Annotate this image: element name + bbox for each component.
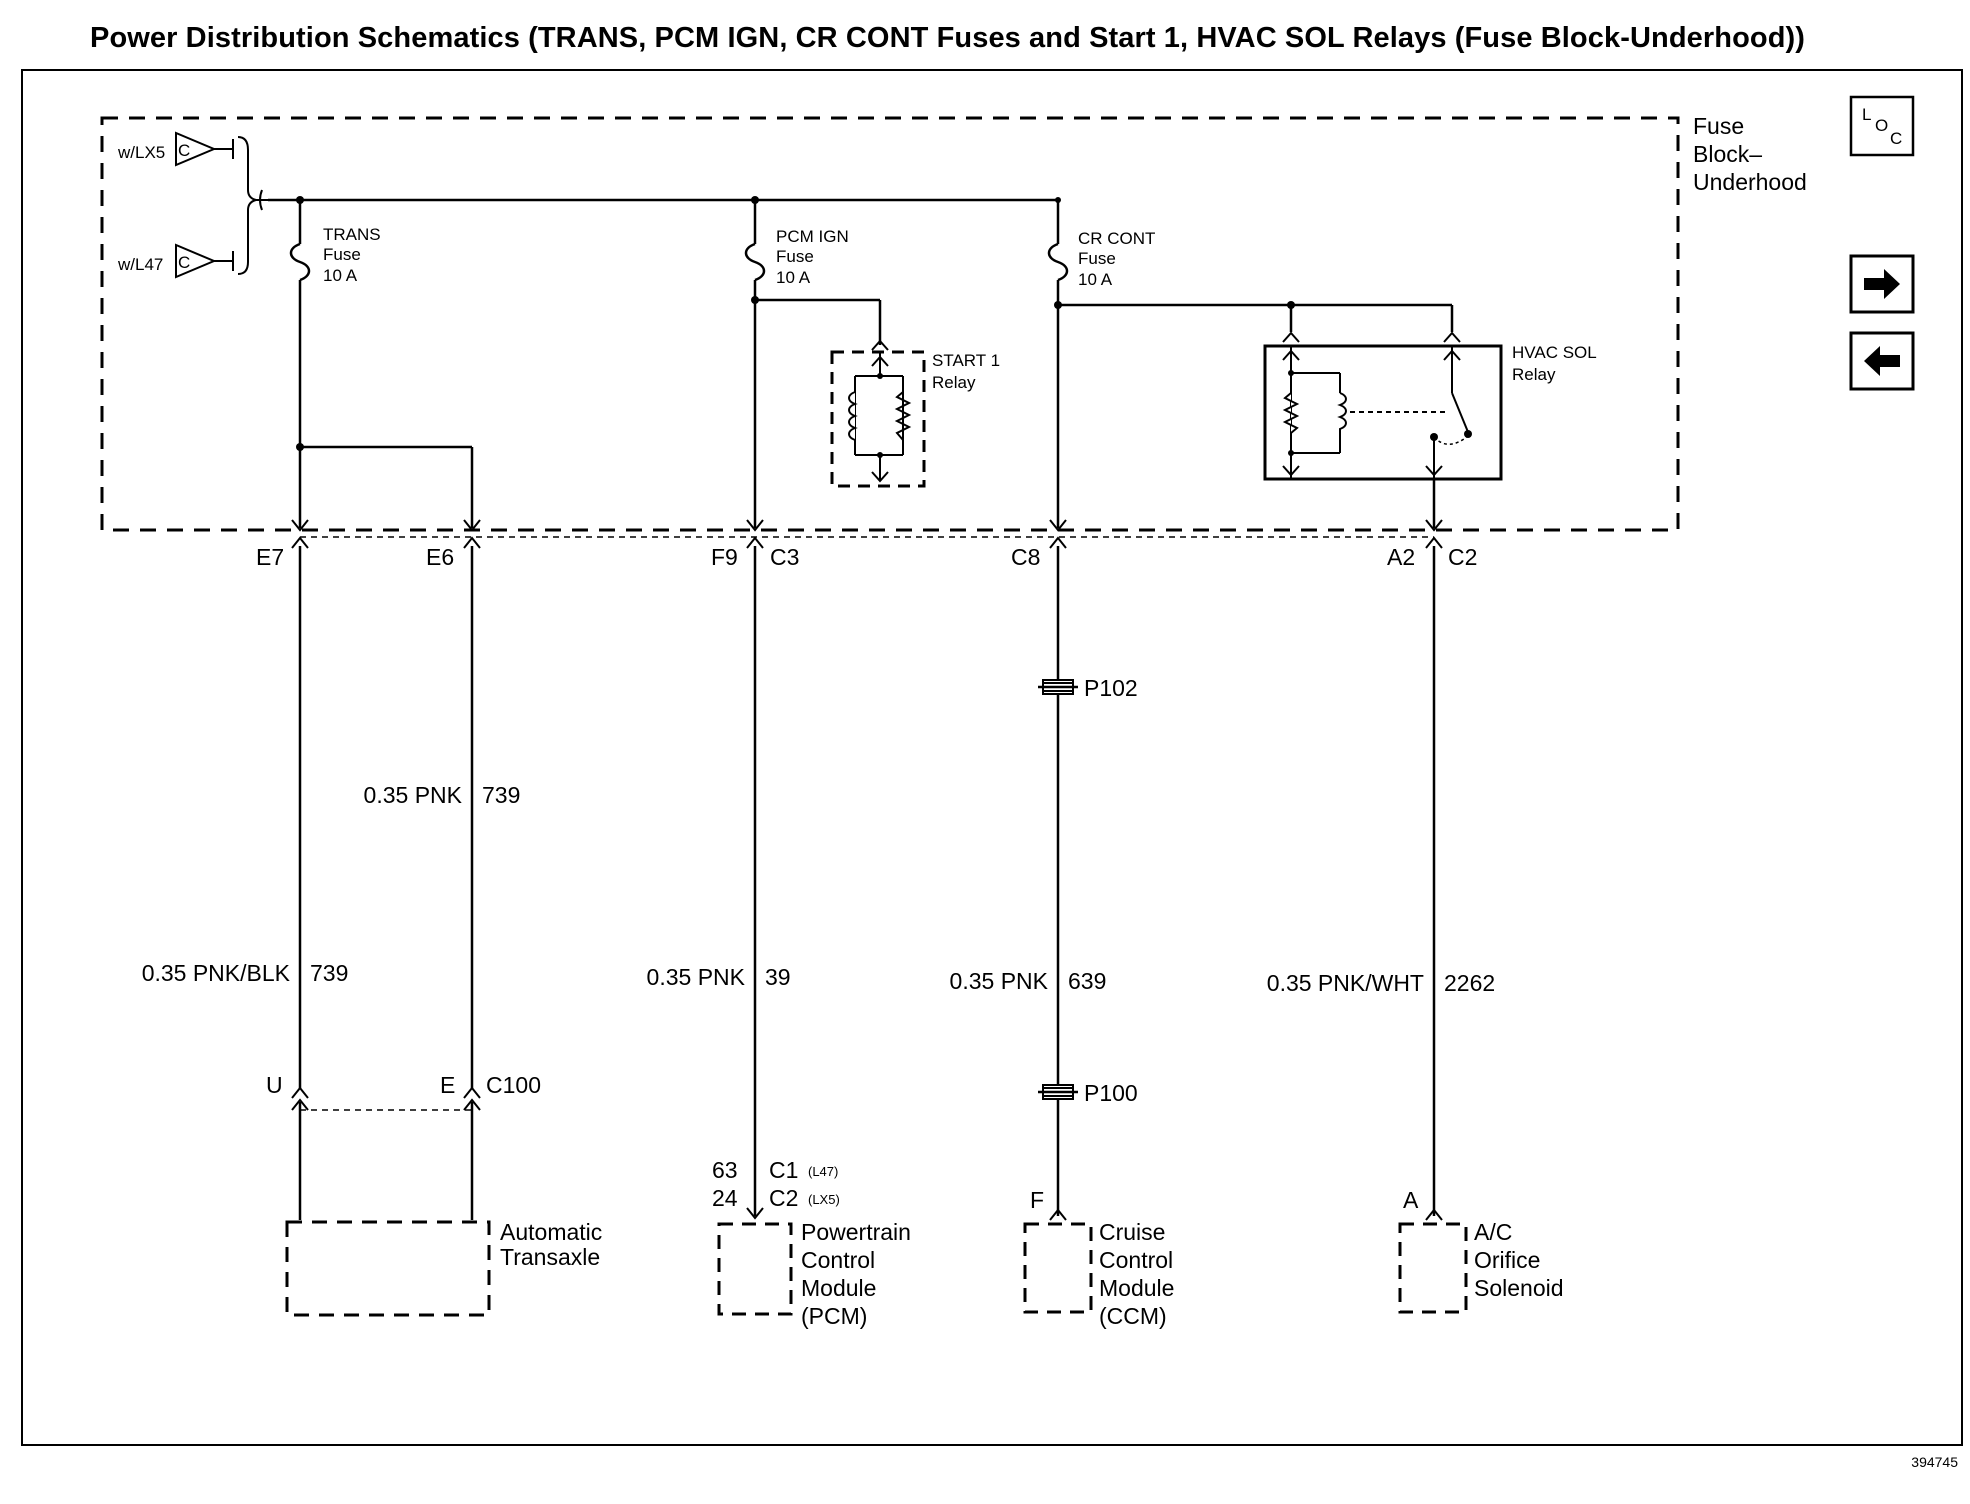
pcm-pin-24: 24 [712,1185,738,1211]
ccm-box [1023,1222,1093,1314]
cr-cont-fuse-label: Fuse [1078,249,1116,268]
component-label: Module [801,1275,876,1301]
hvac-sol-relay [1263,331,1503,481]
previous-page-button[interactable] [1849,331,1915,391]
resistor-icon [1282,392,1300,434]
splice-p100: P100 [1084,1080,1138,1106]
connector-e: E [440,1072,455,1098]
wire-label-gauge-color: 0.35 PNK [950,968,1049,994]
source-tag: C [178,141,190,160]
component-label: (PCM) [801,1303,867,1329]
trans-fuse-label: 10 A [323,266,358,285]
component-label: Module [1099,1275,1174,1301]
start1-relay [830,339,926,488]
pcm-ign-fuse-label: PCM IGN [776,227,849,246]
wire-label-gauge-color: 0.35 PNK [364,782,463,808]
pcm-connector-l47: (L47) [808,1164,838,1179]
solenoid-pin-a: A [1403,1187,1419,1213]
wire-label-circuit: 739 [310,960,348,986]
component-label: Transaxle [500,1244,600,1270]
left-arrow-icon [1864,346,1900,376]
fuse-block-outline [100,116,1680,532]
connector-e6: E6 [426,544,454,570]
source-label: w/LX5 [117,143,165,162]
hvac-relay-label: HVAC SOL [1512,343,1597,362]
pcm-ign-fuse-icon [744,242,766,282]
pcm-connector-lx5: (LX5) [808,1192,840,1207]
resistor-icon [894,391,912,441]
connector-c3: C3 [770,544,799,570]
cr-cont-fuse-icon [1047,242,1069,282]
location-button[interactable]: L O C [1849,95,1915,157]
wire-label-circuit: 2262 [1444,970,1495,996]
pcm-pin-63: 63 [712,1157,738,1183]
source-brace [237,136,257,275]
power-source-l47: w/L47 C [117,243,234,279]
connector-f9: F9 [711,544,738,570]
splice-p100-icon [1038,1084,1078,1100]
relay-coil-icon [1337,392,1347,433]
component-label: Control [801,1247,875,1273]
right-arrow-icon [1864,269,1900,299]
wire-label-gauge-color: 0.35 PNK/BLK [142,960,291,986]
trans-fuse-label: Fuse [323,245,361,264]
figure-id: 394745 [1911,1454,1958,1470]
component-label: (CCM) [1099,1303,1167,1329]
ac-orifice-solenoid-box [1398,1222,1468,1314]
pcm-box [717,1222,793,1316]
connector-a2: A2 [1387,544,1415,570]
source-triangle-icon [175,243,217,279]
fuse-block-connectors [291,519,1443,549]
pcm-ign-fuse-label: 10 A [776,268,811,287]
start1-relay-label: Relay [932,373,976,392]
power-source-lx5: w/LX5 C [117,131,234,167]
splice-p102: P102 [1084,675,1138,701]
component-label: Automatic [500,1219,602,1245]
cr-cont-fuse-label: CR CONT [1078,229,1155,248]
component-label: Orifice [1474,1247,1540,1273]
source-triangle-icon [175,131,217,167]
relay-coil-icon [848,391,858,441]
next-page-button[interactable] [1849,254,1915,314]
source-tag: C [178,253,190,272]
relay-switch-arm [1451,392,1469,433]
page-title: Power Distribution Schematics (TRANS, PC… [90,22,1806,54]
pcm-ign-fuse-label: Fuse [776,247,814,266]
svg-text:C: C [1890,129,1902,148]
cr-cont-fuse-label: 10 A [1078,270,1113,289]
splice-p102-icon [1038,679,1078,695]
component-label: Powertrain [801,1219,911,1245]
diagram-frame [21,69,1963,1446]
source-label: w/L47 [117,255,163,274]
fuse-block-label: Underhood [1693,169,1807,195]
component-label: A/C [1474,1219,1512,1245]
fuse-block-label: Block– [1693,141,1762,167]
wire-label-gauge-color: 0.35 PNK/WHT [1267,970,1424,996]
automatic-transaxle-box [285,1220,491,1317]
trans-fuse-icon [289,242,311,282]
component-label: Solenoid [1474,1275,1564,1301]
wire-label-circuit: 739 [482,782,520,808]
wire-label-gauge-color: 0.35 PNK [647,964,746,990]
svg-text:L: L [1862,105,1871,124]
start1-relay-label: START 1 [932,351,1000,370]
connector-c2: C2 [1448,544,1477,570]
wire-label-circuit: 39 [765,964,791,990]
connector-c100: C100 [486,1072,541,1098]
connector-u: U [266,1072,283,1098]
hvac-relay-label: Relay [1512,365,1556,384]
connector-c8: C8 [1011,544,1040,570]
connector-e7: E7 [256,544,284,570]
ccm-pin-f: F [1030,1187,1044,1213]
component-label: Control [1099,1247,1173,1273]
pcm-connector-c1: C1 [769,1157,798,1183]
fuse-block-label: Fuse [1693,113,1744,139]
c100-connector [291,1086,481,1220]
svg-text:O: O [1875,116,1888,135]
pcm-connector-c2: C2 [769,1185,798,1211]
wire-label-circuit: 639 [1068,968,1106,994]
component-label: Cruise [1099,1219,1165,1245]
trans-fuse-label: TRANS [323,225,381,244]
